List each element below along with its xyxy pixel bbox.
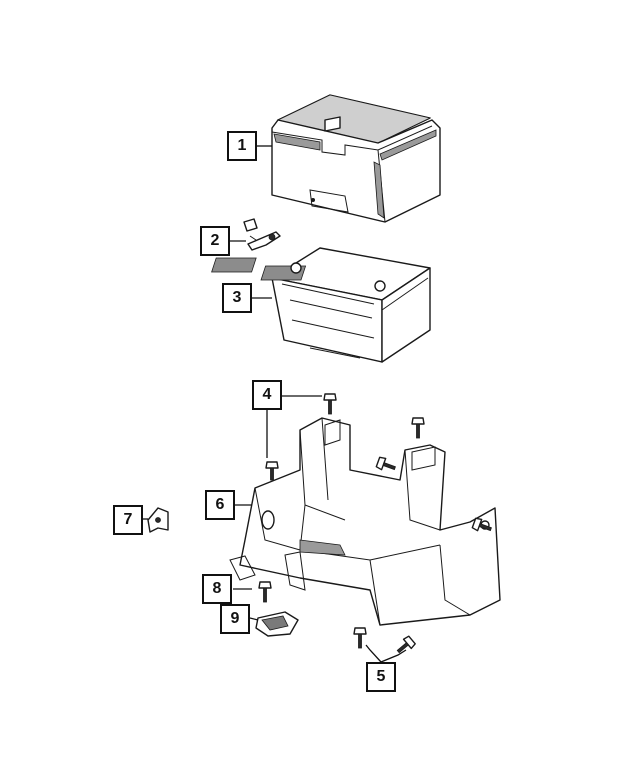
battery	[211, 247, 431, 363]
callout-7: 7	[113, 505, 143, 535]
callout-4: 4	[252, 380, 282, 410]
callout-1: 1	[227, 131, 257, 161]
upper-bolts	[265, 393, 492, 532]
callout-6: 6	[205, 490, 235, 520]
side-bracket	[147, 507, 169, 533]
nut-cap	[255, 611, 299, 637]
leader-lines	[143, 145, 407, 663]
callout-8: 8	[202, 574, 232, 604]
callout-9: 9	[220, 604, 250, 634]
lower-bolt	[258, 581, 272, 603]
callout-2: 2	[200, 226, 230, 256]
bottom-bolts	[353, 627, 416, 654]
hold-down-clamp	[243, 218, 281, 251]
callout-5: 5	[366, 662, 396, 692]
callout-3: 3	[222, 283, 252, 313]
battery-cover	[271, 94, 441, 223]
battery-tray	[229, 417, 501, 626]
